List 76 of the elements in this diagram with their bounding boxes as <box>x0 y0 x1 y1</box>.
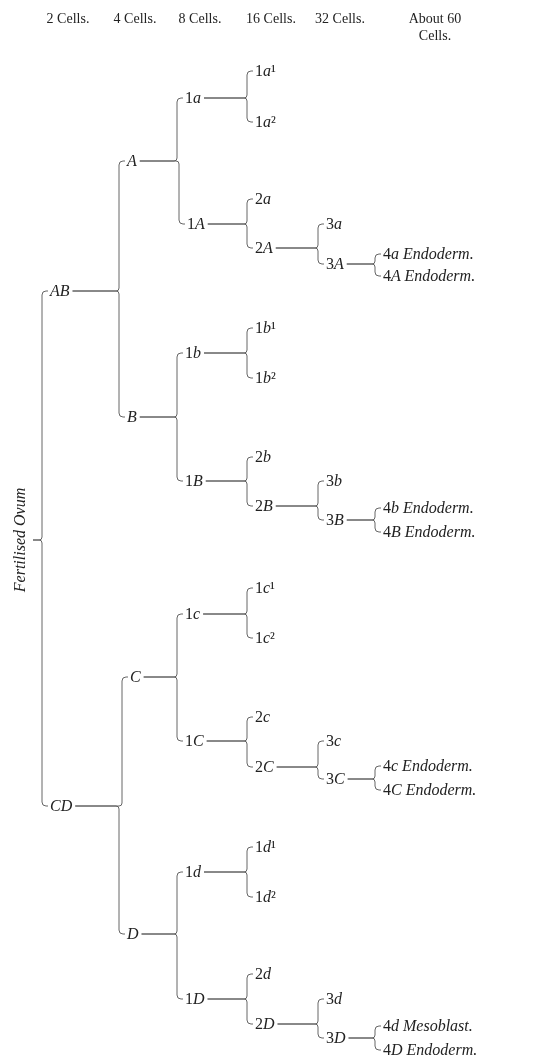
cell-label: 1B <box>185 471 203 491</box>
cell-label: 1a² <box>255 112 276 132</box>
cell-label: 1c <box>185 604 201 624</box>
column-heading: 4 Cells. <box>112 10 158 27</box>
cell-label: B <box>127 407 137 427</box>
bracket-connector <box>72 290 126 418</box>
cell-label: 1c¹ <box>255 578 275 598</box>
bracket-connector <box>203 352 254 379</box>
cell-label: 3c <box>326 731 342 751</box>
column-heading: 16 Cells. <box>245 10 297 27</box>
cell-label: 1b² <box>255 368 276 388</box>
bracket-connector <box>346 263 382 277</box>
bracket-connector <box>347 778 382 791</box>
column-heading: 2 Cells. <box>45 10 91 27</box>
cell-label: 1d² <box>255 887 276 907</box>
cell-label: 4B Endoderm. <box>383 522 476 542</box>
cell-label: 2B <box>255 496 273 516</box>
bracket-connector <box>207 998 254 1025</box>
cell-label: 4D Endoderm. <box>383 1040 478 1060</box>
bracket-connector <box>205 480 254 507</box>
bracket-connector <box>277 1023 325 1039</box>
cell-label: 1a¹ <box>255 61 276 81</box>
bracket-connector <box>141 933 184 1000</box>
cell-label: 1b¹ <box>255 318 276 338</box>
vertical-label: Fertilised Ovum <box>10 480 30 600</box>
cell-label: A <box>127 151 137 171</box>
cell-label: 2d <box>255 964 271 984</box>
bracket-connector <box>346 519 382 533</box>
bracket-connector <box>32 539 49 807</box>
cell-label: 1a <box>185 88 201 108</box>
cell-label: 1c² <box>255 628 275 648</box>
cell-label: 1A <box>187 214 205 234</box>
cell-label: 1b <box>185 343 201 363</box>
cell-label: 3A <box>326 254 344 274</box>
bracket-connector <box>143 676 184 742</box>
cell-label: 4b Endoderm. <box>383 498 474 518</box>
bracket-connector <box>206 740 254 768</box>
column-heading: 32 Cells. <box>314 10 366 27</box>
cell-label: 4a Endoderm. <box>383 244 474 264</box>
bracket-connector <box>207 223 254 249</box>
cell-label: 3C <box>326 769 345 789</box>
cell-label: CD <box>50 796 73 816</box>
cell-label: 4C Endoderm. <box>383 780 477 800</box>
cell-label: 3a <box>326 214 342 234</box>
cell-label: 2b <box>255 447 271 467</box>
bracket-connector <box>203 97 254 123</box>
bracket-connector <box>348 1037 382 1051</box>
cell-label: 1d <box>185 862 201 882</box>
cell-label: 3b <box>326 471 342 491</box>
cell-label: 1d¹ <box>255 837 276 857</box>
bracket-connector <box>276 766 325 780</box>
cell-label: 4A Endoderm. <box>383 266 476 286</box>
bracket-connector <box>275 247 325 265</box>
cell-label: 1D <box>185 989 205 1009</box>
cell-label: 4d Mesoblast. <box>383 1016 473 1036</box>
cell-label: 3B <box>326 510 344 530</box>
cell-label: 2C <box>255 757 274 777</box>
bracket-connector <box>202 613 254 639</box>
cell-label: 1C <box>185 731 204 751</box>
cell-label: 2A <box>255 238 273 258</box>
cell-label: 2c <box>255 707 271 727</box>
bracket-connector <box>203 871 254 898</box>
cell-label: 4c Endoderm. <box>383 756 473 776</box>
cell-label: D <box>127 924 139 944</box>
bracket-connector <box>139 160 186 225</box>
bracket-connector <box>74 805 126 935</box>
cell-label: 3d <box>326 989 342 1009</box>
bracket-connector <box>139 416 184 482</box>
cell-label: 2D <box>255 1014 275 1034</box>
column-heading: 8 Cells. <box>177 10 223 27</box>
cell-label: AB <box>50 281 70 301</box>
cell-label: 3D <box>326 1028 346 1048</box>
bracket-connector <box>275 505 325 521</box>
cell-label: 2a <box>255 189 271 209</box>
column-heading: About 60 Cells. <box>407 10 463 44</box>
cell-label: C <box>130 667 141 687</box>
